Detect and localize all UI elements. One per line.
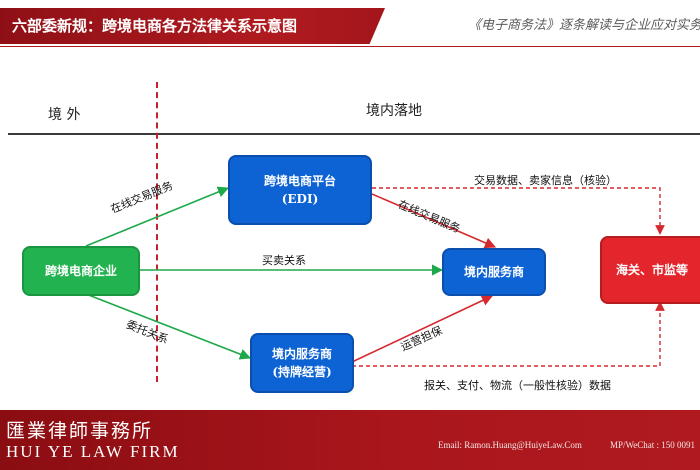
region-divider-vertical: [156, 82, 158, 382]
region-label-outside: 境 外: [48, 107, 81, 123]
edge-label-enterprise-service: 买卖关系: [262, 254, 306, 267]
region-divider-horizontal: [8, 133, 700, 135]
node-service-label: 境内服务商: [463, 265, 524, 279]
node-platform-sublabel: (EDI): [281, 192, 319, 206]
node-enterprise-label: 跨境电商企业: [44, 264, 117, 278]
edge-label-platform-regulators: 交易数据、卖家信息（核验）: [474, 174, 617, 187]
node-agent-sublabel: (持牌经营): [272, 365, 332, 379]
firm-name-english: HUI YE LAW FIRM: [6, 442, 180, 461]
edge-label-agent-regulators: 报关、支付、物流（一般性核验）数据: [424, 379, 611, 392]
firm-name-chinese: 匯業律師事務所: [6, 420, 154, 442]
page-title: 六部委新规：跨境电商各方法律关系示意图: [12, 17, 298, 35]
header-banner: [0, 8, 385, 44]
contact-wechat: MP/WeChat : 150 0091: [610, 440, 696, 450]
arrow-platform-regulators: [372, 187, 665, 235]
footer-banner: [0, 410, 700, 470]
arrow-platform-service: [371, 193, 497, 249]
arrow-enterprise-platform: [85, 186, 230, 247]
node-regulators-label: 海关、市监等: [615, 263, 688, 277]
arrow-agent-service: [351, 295, 494, 363]
node-platform-label: 跨境电商平台: [263, 174, 336, 188]
arrow-enterprise-agent: [85, 293, 252, 360]
contact-email: Email: Ramon.Huang@HuiyeLaw.Com: [438, 440, 582, 450]
header-divider: [0, 46, 700, 47]
node-cross-border-platform: 跨境电商平台 (EDI): [228, 155, 372, 225]
node-agent-label: 境内服务商: [271, 347, 332, 361]
region-label-inside: 境内落地: [366, 103, 422, 119]
node-licensed-domestic-provider: 境内服务商 (持牌经营): [250, 333, 354, 393]
node-domestic-service-provider: 境内服务商: [442, 248, 546, 296]
arrow-agent-regulators: [352, 301, 665, 367]
node-cross-border-enterprise: 跨境电商企业: [22, 246, 140, 296]
page-subtitle: 《电子商务法》逐条解读与企业应对实务: [467, 18, 700, 33]
node-regulators: 海关、市监等: [600, 236, 700, 304]
